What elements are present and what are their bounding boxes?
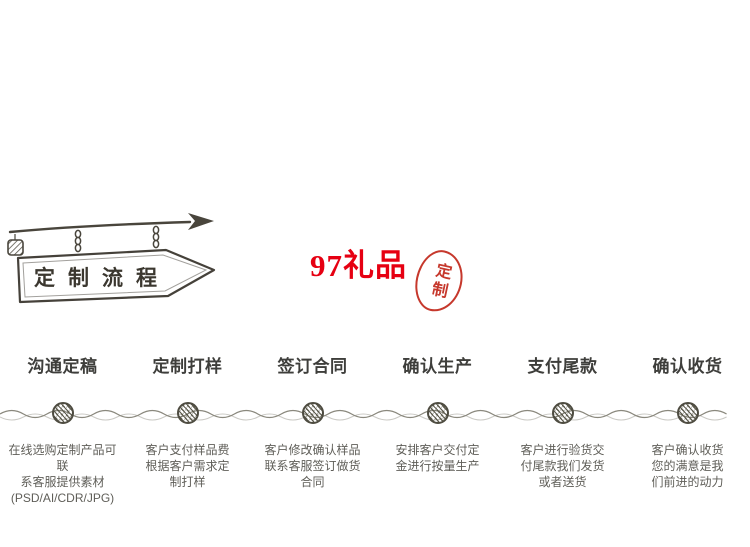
step-title: 定制打样	[152, 357, 223, 376]
process-step: 确认生产 安排客户交付定 金进行按量生产	[375, 356, 500, 506]
chain-links-icon	[74, 225, 160, 253]
step-description: 客户修改确认样品 联系客服签订做货 合同	[264, 443, 361, 489]
timeline-wave-line	[0, 409, 727, 421]
hanging-tag-icon	[7, 239, 24, 256]
step-title: 确认收货	[652, 357, 723, 376]
step-node-icon	[426, 402, 449, 424]
step-title: 沟通定稿	[27, 357, 98, 376]
brand-logo: 97礼品	[310, 248, 407, 283]
sign-board	[16, 248, 216, 304]
step-title: 支付尾款	[527, 357, 598, 376]
step-title: 确认生产	[402, 357, 473, 376]
step-description: 客户支付样品费 根据客户需求定 制打样	[145, 443, 230, 489]
process-step: 定制打样 客户支付样品费 根据客户需求定 制打样	[125, 356, 250, 506]
sign-pole	[8, 220, 192, 234]
process-step: 支付尾款 客户进行验货交 付尾款我们发货 或者送货	[500, 356, 625, 506]
step-node-icon	[301, 402, 324, 424]
process-steps: 沟通定稿 在线选购定制产品可联 系客服提供素材 (PSD/AI/CDR/JPG)…	[0, 356, 750, 506]
step-node-icon	[676, 402, 699, 424]
step-description: 客户进行验货交 付尾款我们发货 或者送货	[520, 443, 605, 489]
process-step: 沟通定稿 在线选购定制产品可联 系客服提供素材 (PSD/AI/CDR/JPG)	[0, 356, 125, 506]
seal-label: 定制	[427, 260, 452, 302]
step-description: 安排客户交付定 金进行按量生产	[395, 443, 480, 473]
step-title: 签订合同	[277, 357, 348, 376]
step-node-icon	[176, 402, 199, 424]
step-description: 在线选购定制产品可联 系客服提供素材 (PSD/AI/CDR/JPG)	[8, 443, 117, 505]
step-node-icon	[551, 402, 574, 424]
process-step: 签订合同 客户修改确认样品 联系客服签订做货 合同	[250, 356, 375, 506]
process-step: 确认收货 客户确认收货 您的满意是我 们前进的动力	[625, 356, 750, 506]
step-description: 客户确认收货 您的满意是我 们前进的动力	[651, 443, 724, 489]
hanging-sign-illustration: 定制流程	[4, 208, 244, 330]
step-node-icon	[51, 402, 74, 424]
arrow-head-icon	[188, 213, 214, 230]
brand-seal-icon: 定制	[410, 245, 468, 317]
sign-label: 定制流程	[34, 266, 170, 290]
sign-graphic: 定制流程	[7, 213, 216, 304]
